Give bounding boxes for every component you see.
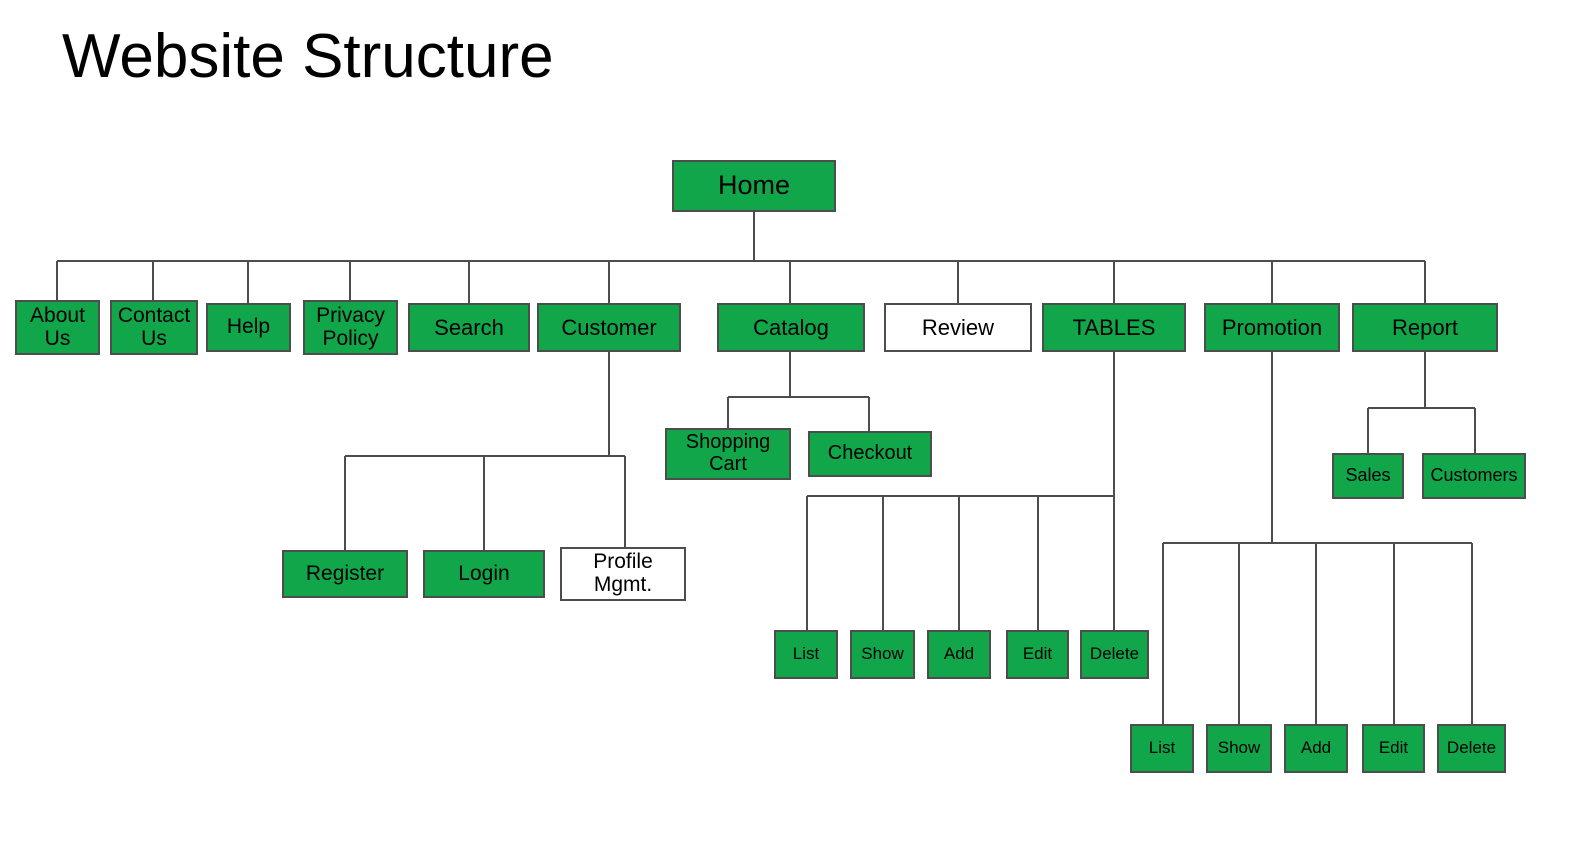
node-label: TABLES (1072, 314, 1156, 340)
node-shopcart[interactable]: Shopping Cart (665, 428, 791, 480)
node-label: Show (1217, 738, 1261, 758)
node-label: About Us (30, 303, 85, 350)
node-p_delete[interactable]: Delete (1437, 724, 1506, 773)
node-label: Show (861, 644, 904, 664)
node-label: Privacy Policy (316, 303, 385, 350)
node-label: Checkout (827, 442, 913, 465)
node-privacy[interactable]: Privacy Policy (303, 300, 398, 355)
node-contact[interactable]: Contact Us (110, 300, 198, 355)
node-t_delete[interactable]: Delete (1080, 630, 1149, 679)
node-register[interactable]: Register (282, 550, 408, 598)
node-label: Delete (1446, 738, 1497, 758)
node-report[interactable]: Report (1352, 303, 1498, 352)
node-review[interactable]: Review (884, 303, 1032, 352)
node-label: Customer (561, 314, 657, 340)
node-label: Edit (1378, 738, 1409, 758)
node-label: Catalog (753, 314, 829, 340)
node-label: Report (1391, 314, 1459, 340)
node-label: Add (1300, 738, 1332, 758)
node-sales[interactable]: Sales (1332, 453, 1404, 499)
node-label: List (792, 644, 820, 664)
node-tables[interactable]: TABLES (1042, 303, 1186, 352)
node-checkout[interactable]: Checkout (808, 431, 932, 477)
node-catalog[interactable]: Catalog (717, 303, 865, 352)
node-label: Shopping Cart (685, 431, 771, 475)
node-p_list[interactable]: List (1130, 724, 1194, 773)
node-customer[interactable]: Customer (537, 303, 681, 352)
node-label: Promotion (1221, 314, 1323, 340)
node-promotion[interactable]: Promotion (1204, 303, 1340, 352)
node-t_edit[interactable]: Edit (1006, 630, 1069, 679)
node-label: Review (921, 314, 995, 340)
node-label: Home (717, 170, 791, 201)
node-label: Profile Mgmt. (593, 550, 653, 596)
node-customers[interactable]: Customers (1422, 453, 1526, 499)
node-label: Customers (1430, 465, 1518, 486)
node-label: Sales (1345, 465, 1391, 486)
node-login[interactable]: Login (423, 550, 545, 598)
node-home[interactable]: Home (672, 160, 836, 212)
node-label: Register (305, 561, 385, 585)
node-label: Delete (1089, 644, 1140, 664)
node-label: Edit (1022, 644, 1053, 664)
node-p_add[interactable]: Add (1284, 724, 1348, 773)
node-help[interactable]: Help (206, 303, 291, 352)
node-profile[interactable]: Profile Mgmt. (560, 547, 686, 601)
node-p_edit[interactable]: Edit (1362, 724, 1425, 773)
node-search[interactable]: Search (408, 303, 530, 352)
node-label: Login (458, 561, 510, 585)
node-label: Help (226, 315, 271, 339)
page-title: Website Structure (62, 22, 554, 91)
node-t_show[interactable]: Show (850, 630, 915, 679)
node-label: Add (943, 644, 975, 664)
node-p_show[interactable]: Show (1206, 724, 1272, 773)
node-t_add[interactable]: Add (927, 630, 991, 679)
node-label: List (1148, 738, 1176, 758)
node-about[interactable]: About Us (15, 300, 100, 355)
node-label: Contact Us (117, 303, 191, 350)
node-label: Search (434, 314, 504, 340)
node-t_list[interactable]: List (774, 630, 838, 679)
